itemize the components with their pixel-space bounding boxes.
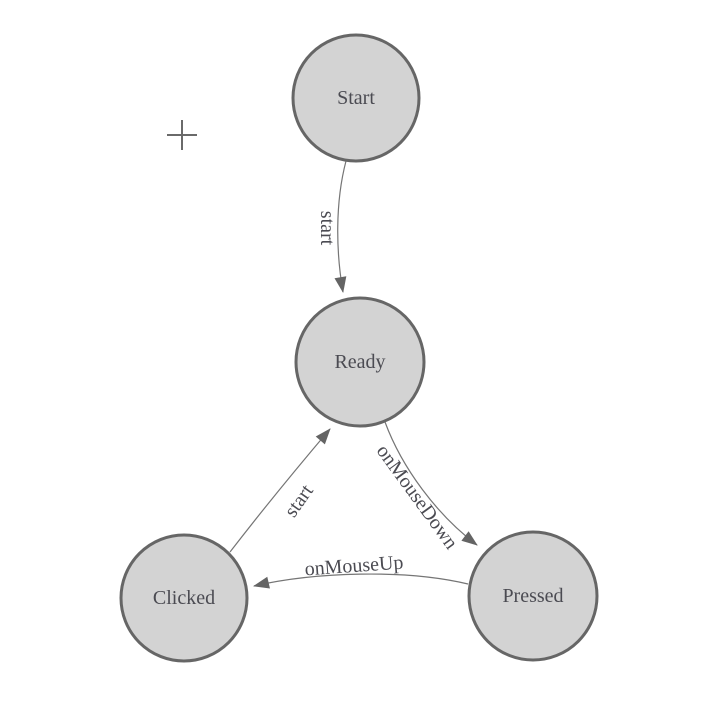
node-circle[interactable] xyxy=(467,530,599,662)
edge-label: start xyxy=(316,211,338,246)
edge-pressed-to-clicked[interactable]: onMouseUp xyxy=(253,552,469,589)
edge-start-to-ready[interactable]: start xyxy=(316,160,347,293)
node-label: Start xyxy=(337,87,375,109)
node-circle[interactable] xyxy=(291,33,421,163)
edge-line xyxy=(229,428,331,553)
edge-line xyxy=(334,160,347,293)
node-circle[interactable] xyxy=(294,296,426,428)
node-ready[interactable]: Ready xyxy=(294,296,426,428)
node-clicked[interactable]: Clicked xyxy=(119,533,249,663)
node-label: Clicked xyxy=(153,587,215,609)
node-label: Pressed xyxy=(502,585,563,607)
node-pressed[interactable]: Pressed xyxy=(467,530,599,662)
edge-line xyxy=(384,421,478,546)
edge-ready-to-pressed[interactable]: onMouseDown xyxy=(372,421,478,554)
node-start[interactable]: Start xyxy=(291,33,421,163)
plus-crosshair-icon xyxy=(167,120,197,150)
edge-line xyxy=(253,573,469,589)
node-circle[interactable] xyxy=(119,533,249,663)
edge-clicked-to-ready[interactable]: start xyxy=(229,428,331,553)
edge-label: start xyxy=(280,480,318,521)
edge-label: onMouseDown xyxy=(372,441,462,554)
edge-label: onMouseUp xyxy=(304,552,404,581)
node-label: Ready xyxy=(334,351,385,373)
